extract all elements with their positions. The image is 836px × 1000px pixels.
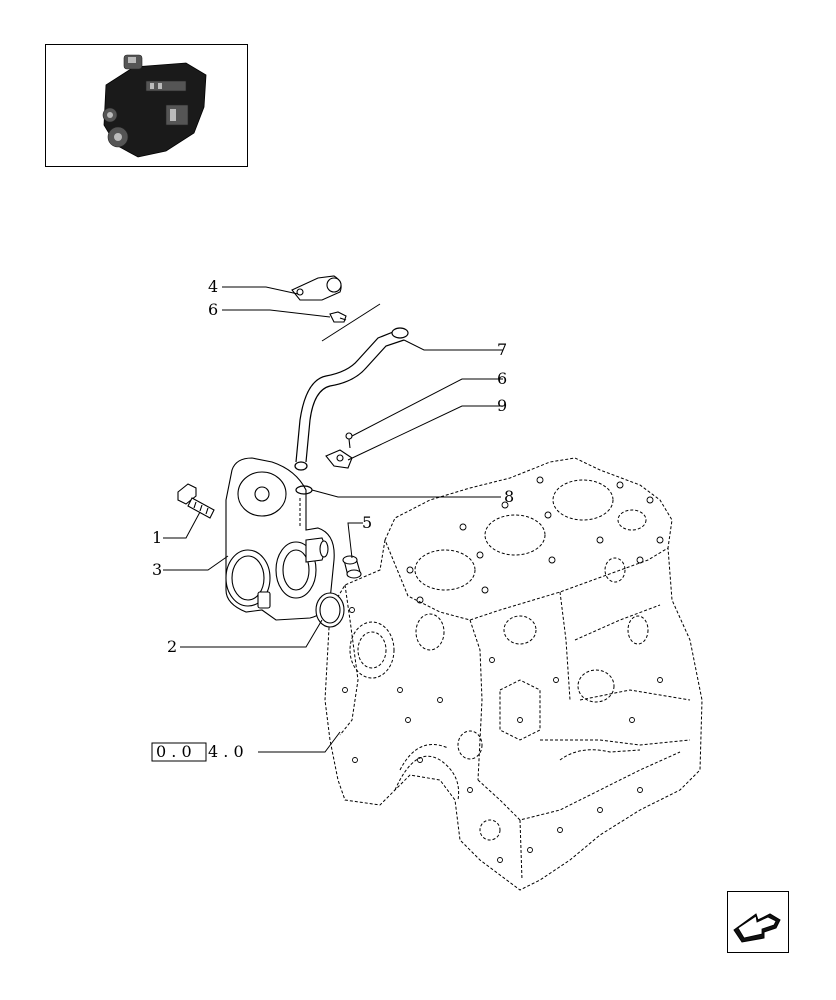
part-screw-lower	[345, 432, 353, 449]
part-plug	[342, 555, 362, 579]
part-screw-top	[329, 311, 347, 323]
part-thermostat-housing	[225, 457, 335, 621]
section-reference-rest: 4 . 0	[208, 742, 244, 761]
part-bolt	[177, 483, 215, 519]
block-bolt-holes	[342, 476, 664, 863]
leader-lines	[163, 286, 503, 753]
engine-thumbnail[interactable]	[45, 44, 248, 167]
section-reference-box	[151, 742, 207, 762]
callout-6-top[interactable]: 6	[208, 300, 218, 319]
callout-3[interactable]: 3	[152, 560, 162, 579]
back-nav-button[interactable]	[727, 891, 789, 953]
callout-1[interactable]: 1	[152, 528, 162, 547]
part-pipe	[294, 327, 409, 471]
callout-8[interactable]: 8	[504, 487, 514, 506]
part-clamp	[291, 275, 342, 301]
arrow-back-icon	[733, 913, 781, 943]
callout-7[interactable]: 7	[497, 340, 507, 359]
engine-block	[324, 457, 703, 891]
block-front-features	[349, 557, 649, 841]
callout-5[interactable]: 5	[362, 513, 372, 532]
callout-4[interactable]: 4	[208, 277, 218, 296]
part-gasket	[315, 592, 345, 628]
callout-9[interactable]: 9	[497, 396, 507, 415]
engine-thumbnail-icon	[102, 54, 207, 158]
section-reference[interactable]: 0 . 0 4 . 0	[151, 742, 244, 762]
break-marks	[321, 303, 381, 342]
callouts: 4 6 7 6 9 8 5 1 3 2	[152, 277, 514, 656]
section-reference-boxed: 0 . 0	[156, 742, 192, 761]
part-bracket	[325, 449, 353, 469]
cylinder-bores	[414, 479, 647, 591]
callout-6-lower[interactable]: 6	[497, 369, 507, 388]
callout-2[interactable]: 2	[167, 637, 177, 656]
